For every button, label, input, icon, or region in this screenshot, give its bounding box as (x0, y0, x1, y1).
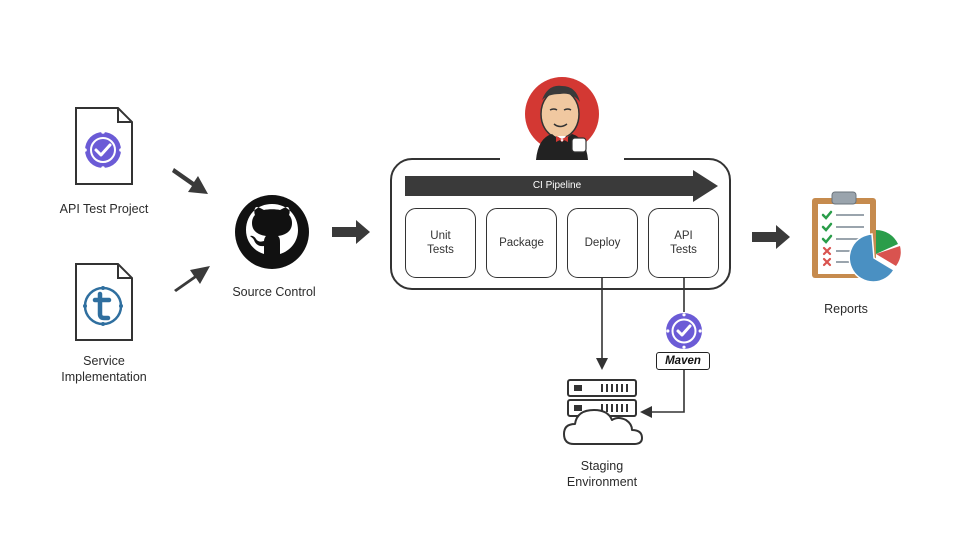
reports-label: Reports (824, 302, 868, 316)
arrow-to-source-control-top (172, 168, 208, 194)
api-test-project-label: API Test Project (59, 202, 149, 216)
stage-deploy: Deploy (567, 208, 638, 278)
stage-unit-tests: Unit Tests (405, 208, 476, 278)
api-tests-to-staging-connector (640, 278, 685, 418)
jenkins-butler-icon (500, 77, 624, 162)
staging-environment-label: Staging Environment (566, 459, 638, 489)
arrow-to-reports (752, 225, 790, 249)
deploy-to-staging-connector (596, 278, 608, 370)
maven-badge: Maven (656, 352, 710, 370)
github-octocat-icon (235, 195, 309, 269)
arrow-to-source-control-bottom (174, 266, 210, 292)
maven-label: Maven (665, 355, 701, 367)
service-implementation-label: Service Implementation (61, 354, 147, 384)
ci-pipeline-title: CI Pipeline (532, 180, 582, 191)
stage-api-tests: API Tests (648, 208, 719, 278)
ci-pipeline-arrow (405, 170, 718, 202)
source-control-label: Source Control (232, 285, 316, 299)
document-check-icon (75, 107, 133, 185)
check-badge-icon (666, 313, 702, 349)
server-cloud-icon (563, 379, 643, 445)
stage-package: Package (486, 208, 557, 278)
clipboard-pie-chart-icon (812, 191, 901, 283)
arrow-to-pipeline (332, 220, 370, 244)
document-t-icon (75, 263, 133, 341)
